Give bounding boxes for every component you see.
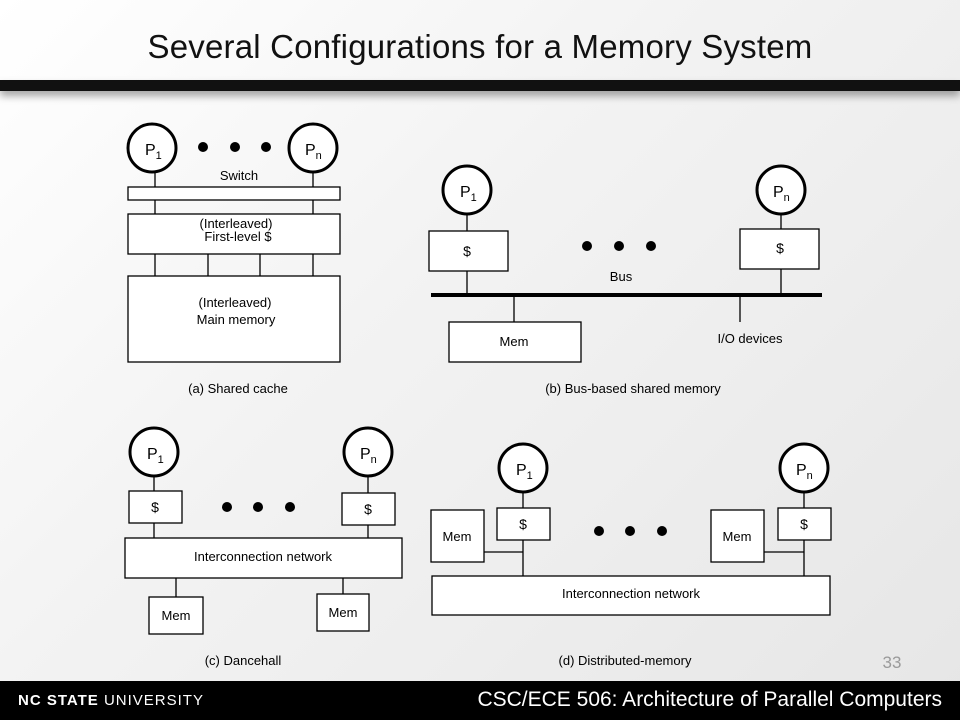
- interconnection-network-label: Interconnection network: [562, 586, 701, 601]
- interconnection-network-box: [431, 575, 831, 616]
- memory-label: Mem: [162, 608, 191, 623]
- cache-box: [739, 228, 820, 270]
- processor-pn-label: Pn: [305, 142, 322, 162]
- cache-label: $: [151, 499, 159, 515]
- interleaved-label: (Interleaved): [199, 295, 272, 310]
- logo-regular-text: UNIVERSITY: [98, 692, 204, 709]
- memory-box: [710, 509, 765, 563]
- config-c-dancehall: P1 Pn $ $ Interconnection network Mem Me…: [124, 426, 403, 668]
- processor-p1-label: P1: [145, 142, 162, 162]
- config-d-distributed-memory: P1 Pn Mem $ Mem $ Interconnection networ…: [430, 442, 832, 668]
- processor-p1-label: P1: [460, 184, 477, 204]
- memory-box: [316, 593, 370, 632]
- cache-label: $: [463, 243, 471, 259]
- logo-bold-text: NC STATE: [18, 692, 99, 709]
- memory-label: Mem: [329, 605, 358, 620]
- ellipsis-dot: [230, 142, 240, 152]
- processor-pn-label: Pn: [796, 462, 813, 482]
- first-level-cache-label: First-level $: [204, 229, 272, 244]
- switch-label: Switch: [220, 168, 258, 183]
- cache-label: $: [800, 516, 808, 532]
- footer-bar: NC STATE UNIVERSITY CSC/ECE 506: Archite…: [0, 681, 960, 720]
- cache-box: [496, 507, 551, 541]
- caption-a: (a) Shared cache: [188, 381, 288, 396]
- ellipsis-dot: [657, 526, 667, 536]
- ellipsis-dot: [625, 526, 635, 536]
- memory-box: [148, 596, 204, 635]
- caption-b: (b) Bus-based shared memory: [545, 381, 721, 396]
- slide-title: Several Configurations for a Memory Syst…: [147, 28, 813, 65]
- ellipsis-dot: [614, 241, 624, 251]
- course-title: CSC/ECE 506: Architecture of Parallel Co…: [477, 688, 942, 711]
- cache-label: $: [364, 501, 372, 517]
- caption-d: (d) Distributed-memory: [559, 653, 692, 668]
- processor-p1-label: P1: [147, 446, 164, 466]
- title-bar: [0, 80, 960, 91]
- cache-box: [428, 230, 509, 272]
- ellipsis-dot: [198, 142, 208, 152]
- memory-label: Mem: [723, 529, 752, 544]
- interleaved-label: (Interleaved): [200, 216, 273, 231]
- page-number: 33: [882, 653, 902, 672]
- main-memory-label: Main memory: [197, 312, 276, 327]
- memory-box: [430, 509, 485, 563]
- interconnection-network-box: [124, 537, 403, 579]
- interconnection-network-label: Interconnection network: [194, 549, 333, 564]
- config-b-bus-based: P1 Pn $ $ Bus Mem I/O devices (b) Bus-ba…: [428, 164, 822, 396]
- processor-pn-label: Pn: [773, 184, 790, 204]
- ellipsis-dot: [261, 142, 271, 152]
- caption-c: (c) Dancehall: [205, 653, 282, 668]
- ellipsis-dot: [582, 241, 592, 251]
- switch-box: [127, 186, 341, 201]
- ellipsis-dot: [222, 502, 232, 512]
- config-a-shared-cache: P1 Pn Switch (Interleaved) First-level $…: [126, 122, 341, 396]
- ellipsis-dot: [646, 241, 656, 251]
- main-memory-box: [127, 275, 341, 363]
- ellipsis-dot: [285, 502, 295, 512]
- university-logo: NC STATE UNIVERSITY: [18, 692, 204, 709]
- cache-label: $: [776, 240, 784, 256]
- processor-p1-label: P1: [516, 462, 533, 482]
- ellipsis-dot: [594, 526, 604, 536]
- cache-box: [128, 490, 183, 524]
- ellipsis-dot: [253, 502, 263, 512]
- bus-label: Bus: [610, 269, 633, 284]
- cache-box: [777, 507, 832, 541]
- memory-label: Mem: [500, 334, 529, 349]
- processor-p1-circle: [126, 122, 178, 174]
- io-devices-label: I/O devices: [717, 331, 783, 346]
- first-level-cache-box: [127, 213, 341, 255]
- processor-pn-label: Pn: [360, 446, 377, 466]
- memory-box: [448, 321, 582, 363]
- memory-label: Mem: [443, 529, 472, 544]
- cache-label: $: [519, 516, 527, 532]
- cache-box: [341, 492, 396, 526]
